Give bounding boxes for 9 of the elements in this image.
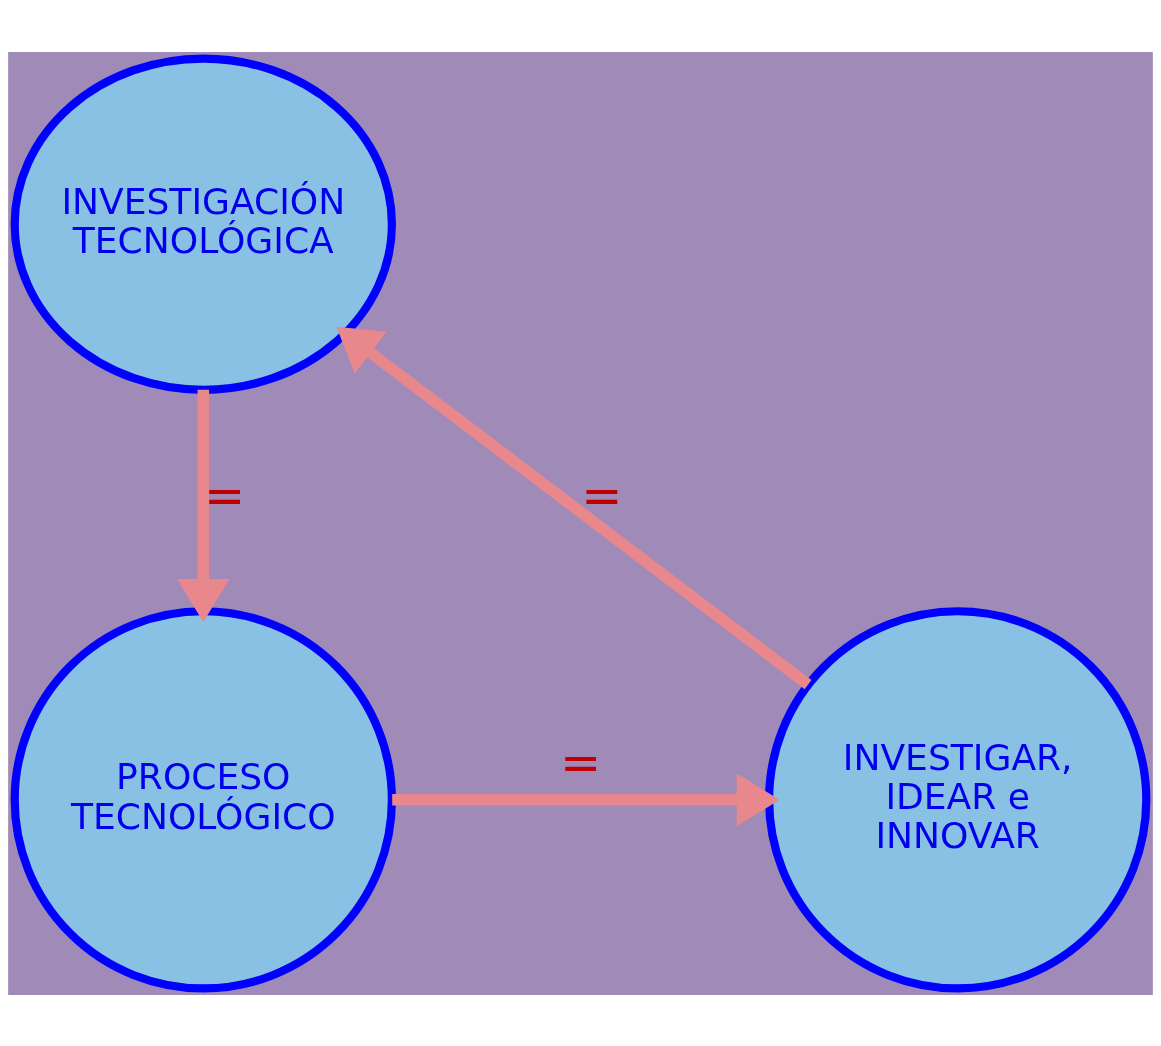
arrow bbox=[336, 326, 812, 689]
arrow bbox=[177, 389, 230, 622]
arrow bbox=[392, 773, 780, 826]
edge-label: = bbox=[581, 466, 623, 525]
edge-label: = bbox=[559, 733, 602, 792]
edge-label: = bbox=[204, 466, 246, 525]
node-ellipse: INVESTIGACIÓN TECNOLÓGICA bbox=[10, 53, 396, 394]
node-circle: PROCESO TECNOLÓGICO bbox=[10, 606, 396, 993]
node-circle: INVESTIGAR, IDEAR e INNOVAR bbox=[765, 606, 1151, 993]
